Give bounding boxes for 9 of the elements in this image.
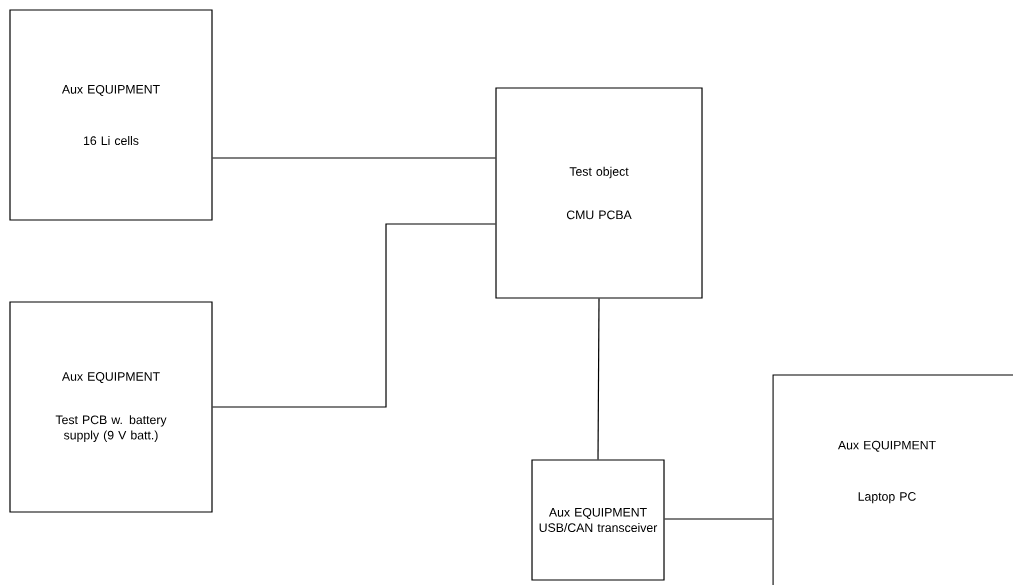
equipment-box: Aux EQUIPMENT Test PCB w. battery supply (9 V batt.): [9, 301, 213, 513]
equipment-box: Test object CMU PCBA: [495, 87, 703, 299]
connector-line: [597, 298, 600, 460]
equipment-box: Aux EQUIPMENT Laptop PC: [772, 374, 1013, 585]
connector-line: [664, 518, 773, 520]
equipment-box: Aux EQUIPMENT 16 Li cells: [9, 9, 213, 221]
connector-line: [212, 223, 496, 408]
equipment-box: Aux EQUIPMENT USB/CAN transceiver: [531, 459, 665, 581]
connector-line: [212, 157, 496, 159]
